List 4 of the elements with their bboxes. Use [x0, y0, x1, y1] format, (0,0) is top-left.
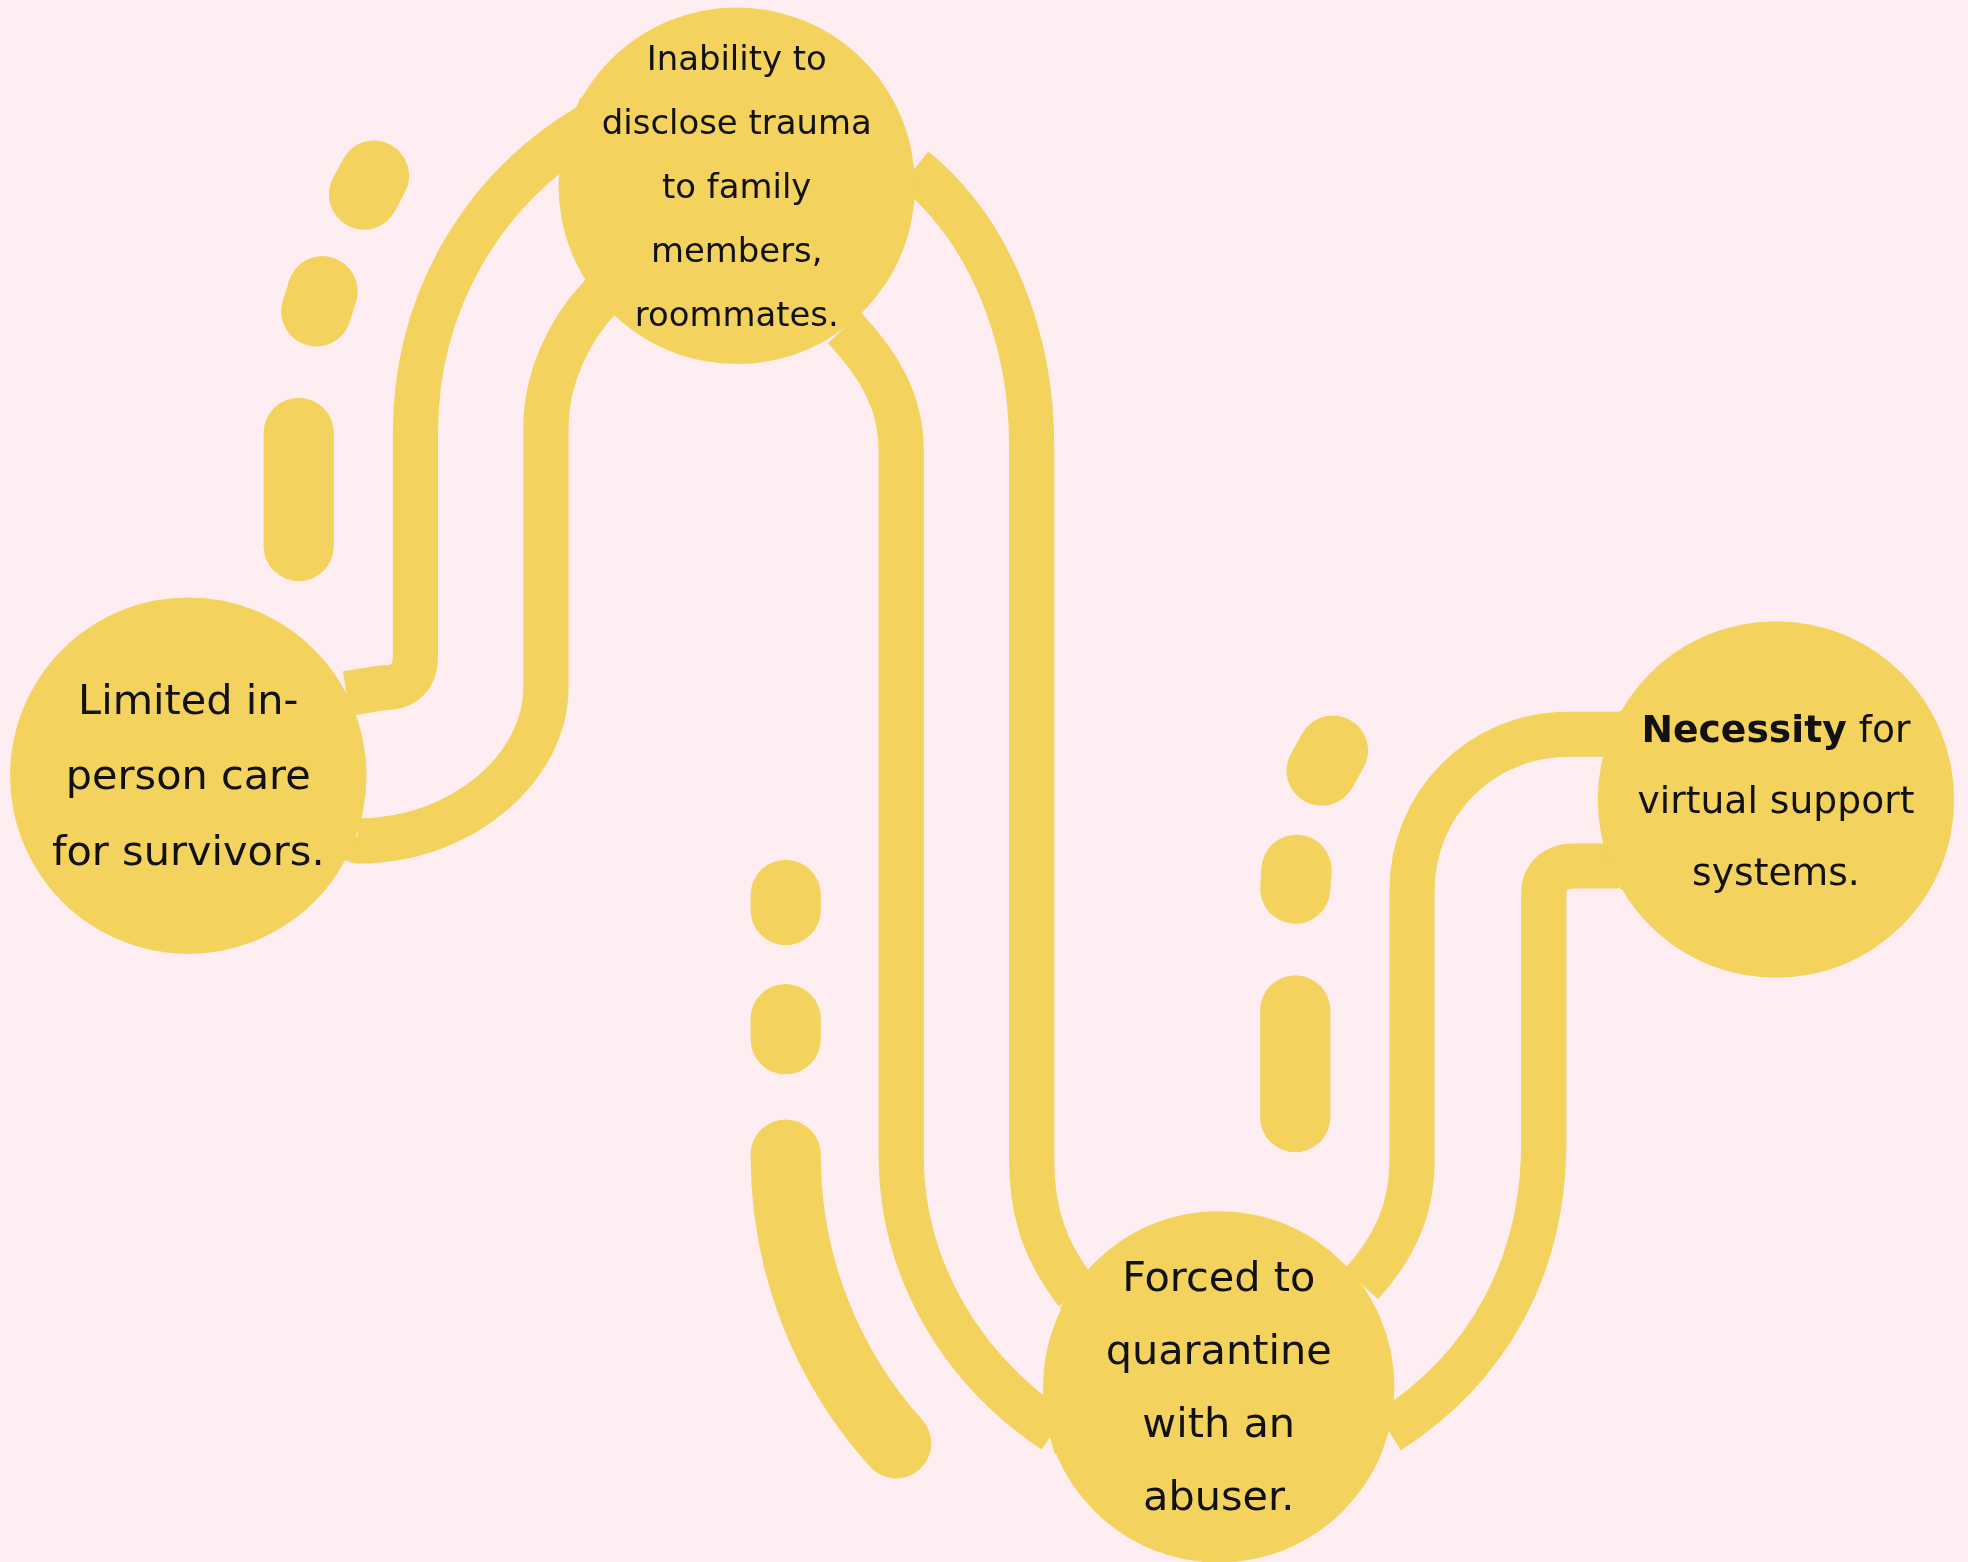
step-text: Limited in-person care for survivors. — [50, 674, 326, 877]
step-text: Necessity for virtual support systems. — [1636, 705, 1916, 895]
step-text: Inability to disclose trauma to family members, roommates. — [600, 37, 873, 336]
step-text: Forced to quarantine with an abuser. — [1104, 1251, 1333, 1522]
